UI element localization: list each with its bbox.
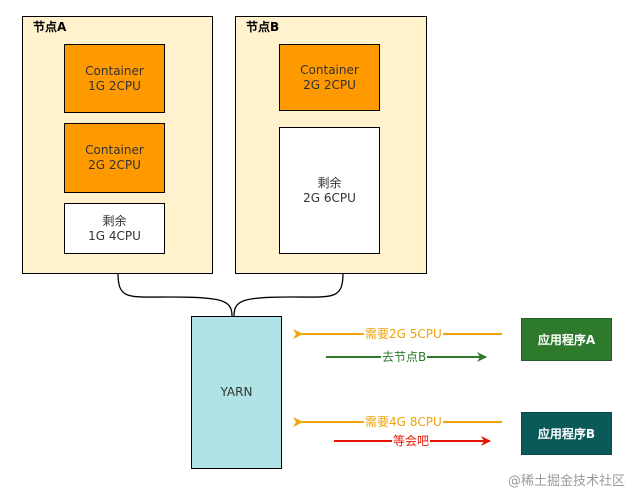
app-a-response-label: 去节点B bbox=[381, 350, 428, 364]
app-b-box: 应用程序B bbox=[521, 412, 612, 455]
container-label: Container bbox=[300, 62, 359, 77]
node-b-title: 节点B bbox=[246, 20, 280, 34]
yarn-box: YARN bbox=[191, 316, 282, 469]
app-a-request-label: 需要2G 5CPU bbox=[364, 327, 443, 341]
yarn-label: YARN bbox=[220, 385, 253, 399]
node-b-container-1: Container 2G 2CPU bbox=[279, 44, 380, 111]
node-a-title: 节点A bbox=[33, 20, 67, 34]
container-resources: 2G 2CPU bbox=[303, 77, 356, 92]
container-label: Container bbox=[85, 143, 144, 157]
app-a-box: 应用程序A bbox=[521, 318, 612, 361]
free-resources: 1G 4CPU bbox=[88, 228, 141, 243]
container-resources: 2G 2CPU bbox=[88, 158, 141, 172]
free-label: 剩余 bbox=[102, 213, 127, 228]
node-b-free-resources: 剩余 2G 6CPU bbox=[279, 127, 380, 254]
link-node-b-yarn bbox=[233, 272, 344, 317]
node-a-container-1: Container 1G 2CPU bbox=[64, 44, 165, 113]
app-b-response-label: 等会吧 bbox=[392, 434, 431, 448]
link-node-a-yarn bbox=[117, 272, 233, 317]
container-label: Container bbox=[85, 63, 144, 78]
node-a-container-2: Container 2G 2CPU bbox=[64, 123, 165, 193]
node-a-free-resources: 剩余 1G 4CPU bbox=[64, 203, 165, 254]
app-b-label: 应用程序B bbox=[537, 427, 596, 441]
free-resources: 2G 6CPU bbox=[303, 190, 356, 205]
app-b-request-label: 需要4G 8CPU bbox=[364, 415, 443, 429]
container-resources: 1G 2CPU bbox=[88, 78, 141, 93]
app-a-label: 应用程序A bbox=[537, 333, 596, 347]
watermark: @稀土掘金技术社区 bbox=[508, 474, 626, 489]
free-label: 剩余 bbox=[317, 175, 342, 190]
